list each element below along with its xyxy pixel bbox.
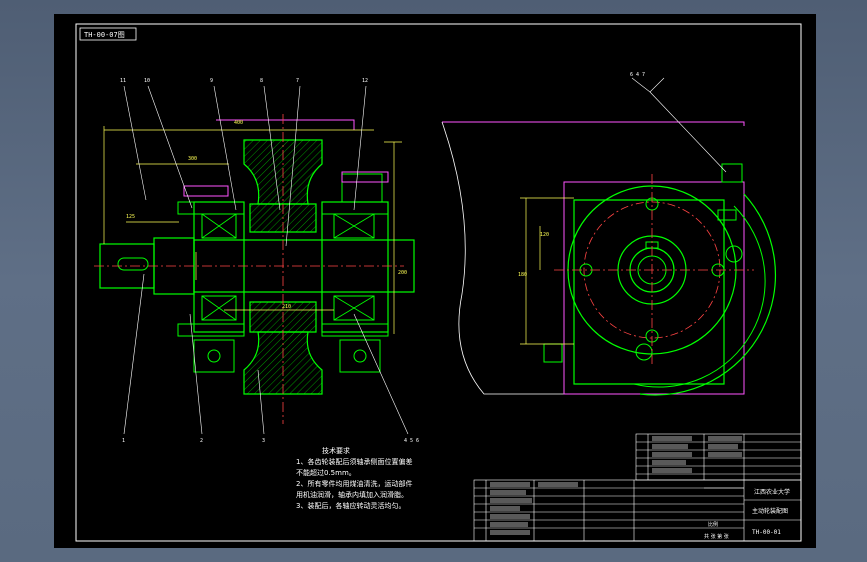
drawing-number: TH-00-01 bbox=[752, 529, 781, 536]
flange-top-right bbox=[321, 201, 389, 215]
border-frame bbox=[75, 23, 802, 542]
nut-block bbox=[717, 209, 737, 221]
leader-11 bbox=[123, 85, 147, 201]
technical-notes: 技术要求 1、各齿轮装配后须轴承侧面位置偏差不能超过0.5mm。 2、所有零件均… bbox=[296, 446, 416, 512]
title-tag-box bbox=[79, 27, 137, 41]
guard-arc-outer bbox=[639, 193, 777, 396]
note-3: 3、装配后，各轴应转动灵活均匀。 bbox=[296, 502, 406, 510]
scale-label: 比例 bbox=[708, 521, 718, 528]
right-bearing-housing bbox=[321, 201, 389, 333]
leader-2 bbox=[189, 313, 203, 435]
leader-10 bbox=[147, 85, 193, 209]
leader-8 bbox=[263, 85, 281, 211]
hidden-left bbox=[183, 185, 229, 197]
left-bearing-bottom bbox=[201, 295, 237, 321]
flange-bottom-left bbox=[177, 323, 245, 337]
svg-text:9: 9 bbox=[210, 78, 213, 84]
nut-bottom bbox=[635, 343, 653, 361]
leader-9 bbox=[213, 85, 237, 211]
assembly-name: 主动轮装配图 bbox=[752, 507, 788, 515]
leader-end-view bbox=[631, 77, 665, 93]
dim-text-125: 125 bbox=[126, 214, 135, 220]
sheet-label: 共 张 第 张 bbox=[704, 533, 729, 540]
guard-arc-inner bbox=[633, 205, 766, 388]
note-2: 2、所有零件均用煤油清洗，运动部件用机油润滑，轴承内填加入润滑脂。 bbox=[296, 480, 413, 499]
flange-top-left bbox=[177, 201, 245, 215]
svg-text:12: 12 bbox=[362, 78, 368, 84]
cad-drawing: TH-00-07图 bbox=[75, 23, 802, 542]
leader-7 bbox=[285, 85, 301, 247]
parts-list-text bbox=[490, 436, 742, 535]
flange-bottom-right bbox=[321, 323, 389, 337]
bolt-right bbox=[353, 349, 367, 363]
title-tag: TH-00-07图 bbox=[84, 31, 125, 39]
hidden-right bbox=[341, 171, 389, 183]
svg-text:4 5 6: 4 5 6 bbox=[404, 438, 419, 444]
end-view: 180 120 6 4 7 bbox=[441, 72, 777, 396]
svg-text:8: 8 bbox=[260, 78, 263, 84]
frame-break-line bbox=[441, 121, 564, 395]
svg-text:7: 7 bbox=[296, 78, 299, 84]
drawing-sheet: TH-00-07图 bbox=[54, 14, 816, 548]
frame-outline-top bbox=[442, 121, 745, 126]
title-block bbox=[473, 433, 802, 542]
keyway bbox=[117, 257, 149, 271]
svg-text:2: 2 bbox=[200, 438, 203, 444]
dim-text-200: 200 bbox=[398, 270, 407, 276]
leader-12 bbox=[353, 85, 367, 211]
seat-right bbox=[339, 339, 381, 373]
adjust-bolt-bottom bbox=[543, 343, 563, 363]
svg-text:10: 10 bbox=[144, 78, 150, 84]
dim-text-210: 210 bbox=[282, 304, 291, 310]
dim-text-400: 400 bbox=[234, 120, 243, 126]
balloons-end-view: 6 4 7 bbox=[630, 72, 645, 78]
notes-heading: 技术要求 bbox=[322, 447, 350, 455]
adjust-bolt-top bbox=[721, 163, 743, 183]
bolt-left bbox=[207, 349, 221, 363]
balloons-bottom: 1 2 3 4 5 6 bbox=[122, 438, 419, 444]
leader-3 bbox=[257, 369, 265, 435]
dim-text-120: 120 bbox=[540, 232, 549, 238]
balloons-top: 11 10 9 8 7 12 bbox=[120, 78, 368, 84]
dim-text-180: 180 bbox=[518, 272, 527, 278]
leader-456 bbox=[353, 313, 409, 435]
svg-text:3: 3 bbox=[262, 438, 265, 444]
parts-list-upper bbox=[635, 433, 802, 481]
svg-text:1: 1 bbox=[122, 438, 125, 444]
nut-right bbox=[725, 245, 743, 263]
top-cap-right bbox=[341, 173, 383, 203]
bracket-plate bbox=[573, 199, 725, 385]
leader-1 bbox=[123, 273, 145, 435]
seat-left bbox=[193, 339, 235, 373]
frame-outline bbox=[563, 181, 745, 395]
note-1: 1、各齿轮装配后须轴承侧面位置偏差不能超过0.5mm。 bbox=[296, 458, 413, 477]
right-bearing-bottom bbox=[333, 295, 375, 321]
hidden-line-top bbox=[216, 119, 355, 130]
dim-text-300: 300 bbox=[188, 156, 197, 162]
section-view: 400 300 125 200 210 11 10 9 8 7 12 1 2 3… bbox=[94, 78, 419, 444]
svg-text:11: 11 bbox=[120, 78, 126, 84]
university-name: 江西农业大学 bbox=[754, 488, 790, 496]
